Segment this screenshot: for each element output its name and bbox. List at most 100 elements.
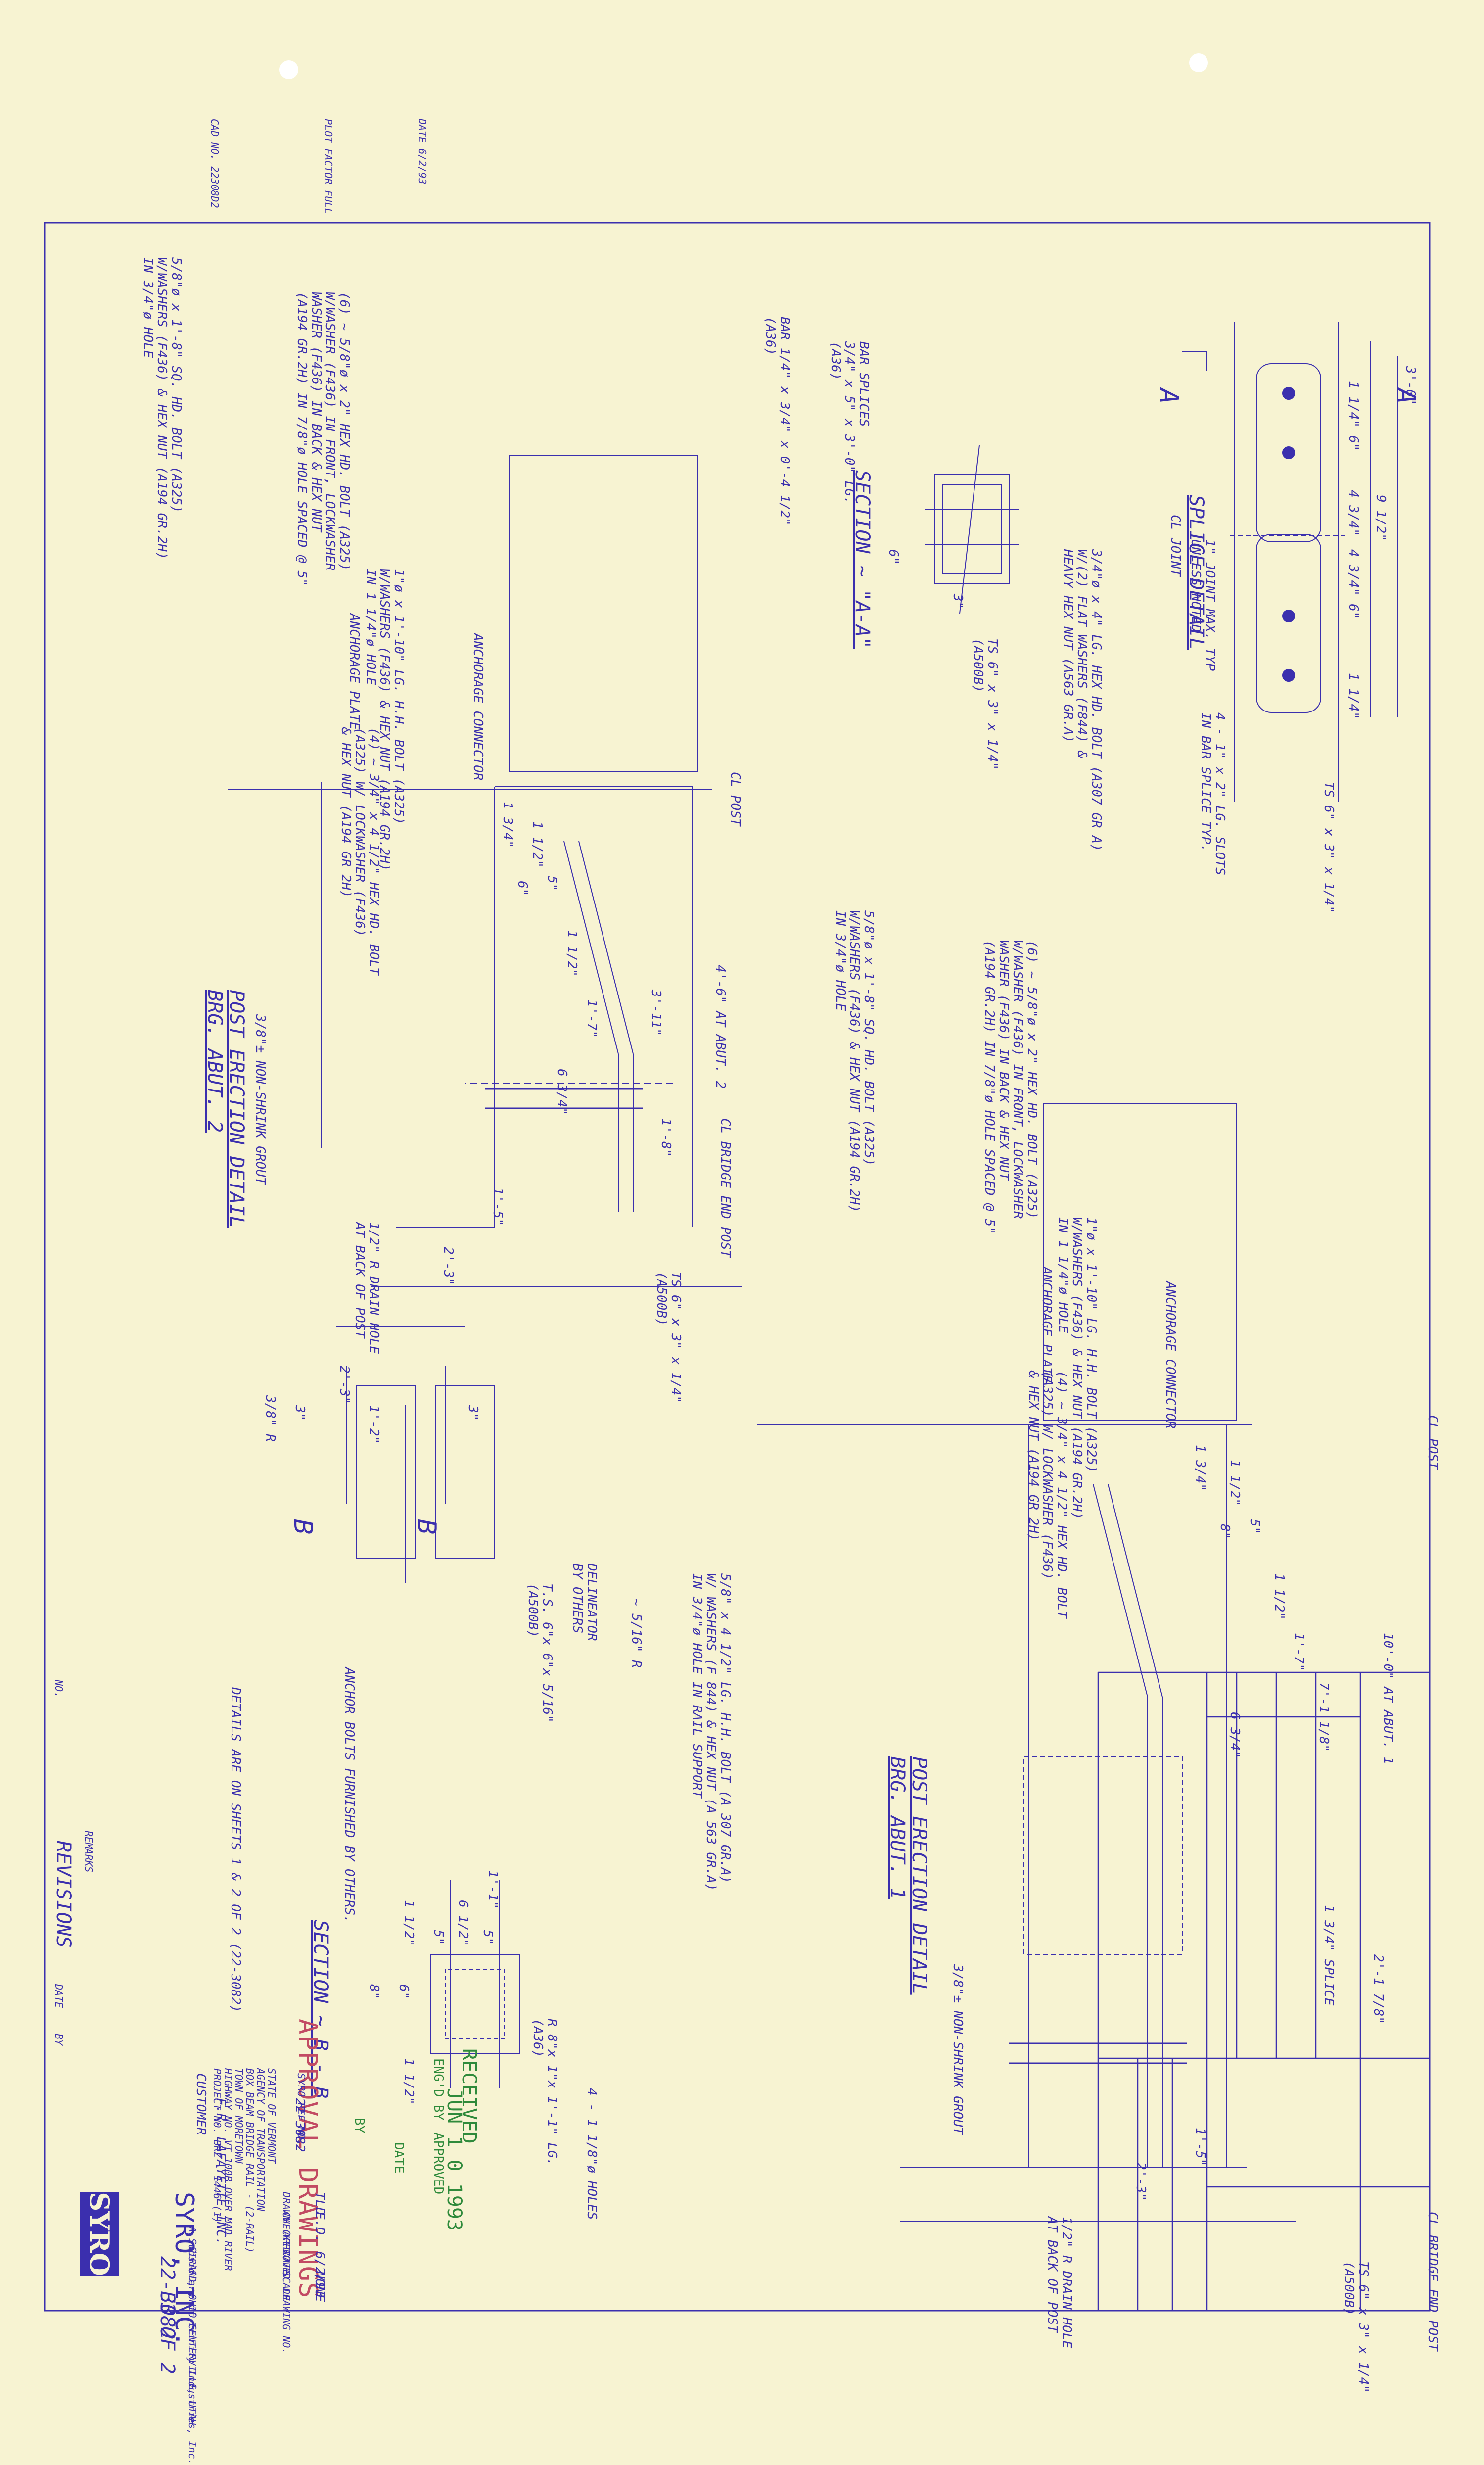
abut1-dim: 2'-1 7/8"	[1371, 1954, 1386, 2024]
abut2-dim: 1'-5"	[490, 1187, 505, 1227]
abut1-cl-bridge: CL BRIDGE END POST	[1425, 2212, 1440, 2351]
post-abut2-lines	[228, 455, 742, 1286]
splice-dim: 4 3/4"	[1346, 549, 1361, 596]
bb-holes-note: 4 - 1 1/8"ø HOLES	[584, 2088, 599, 2220]
abut1-ts-note: TS 6" x 3" x 1/4" (A500B)	[1342, 2261, 1371, 2393]
section-aa-lines	[925, 445, 1019, 614]
abut1-dim: 1 1/2"	[1227, 1460, 1242, 1506]
abut2-dim: 1'-7"	[584, 999, 599, 1039]
abut1-cl-post: CL POST	[1425, 1415, 1440, 1470]
abut2-dim: 4'-6" AT ABUT. 2	[713, 965, 728, 1089]
syro-ref: 22-3082	[292, 2098, 307, 2152]
abut2-dim: 1 1/2"	[530, 821, 545, 868]
section-bb-plate-lines	[430, 1880, 519, 2088]
abut1-dim: 1 3/4"	[1193, 1445, 1207, 1491]
abut1-bolt-58: 5/8"ø x 1'-8" SQ. HD. BOLT (A325) W/WASH…	[833, 910, 876, 1213]
splice-dim: 9 1/2"	[1373, 495, 1388, 541]
abut1-dim: 5"	[1247, 1519, 1262, 1535]
abut1-dim: 7'-1 1/8"	[1316, 1682, 1331, 1752]
bb-plate-dim: 6 1/2"	[456, 1900, 470, 1946]
splice-dim: 6"	[1346, 604, 1361, 619]
abut1-bolt-78: (6) ~ 5/8"ø x 2" HEX HD. BOLT (A325) W/W…	[982, 940, 1039, 1234]
bb-plate-dim: 1 1/2"	[401, 1900, 416, 1946]
bb-plate-dim: 1'-1"	[485, 1870, 500, 1909]
plot-date: DATE 6/2/93	[417, 119, 428, 185]
bb-delineator: DELINEATOR BY OTHERS	[570, 1564, 599, 1641]
bb-plate-note: ~ 5/16" R	[629, 1598, 644, 1668]
abut2-cl-bridge: CL BRIDGE END POST	[718, 1118, 733, 1258]
abut2-dim: 1 3/4"	[500, 802, 515, 848]
revisions-col: BY	[53, 2034, 65, 2046]
bb-plate-dim: 8"	[367, 1984, 381, 2000]
aa-dim: 6"	[886, 549, 901, 565]
section-mark-a: A	[1154, 388, 1183, 404]
abut2-dim: 2'-3"	[441, 1247, 456, 1286]
punch-hole	[1189, 53, 1208, 72]
aa-bolt-note: 3/4"ø x 4" LG. HEX HD. BOLT (A307 GR A) …	[1060, 549, 1104, 852]
bb-dim: 1'-2"	[367, 1405, 381, 1444]
syro-logo: SYRO	[80, 2192, 119, 2276]
aa-ts-note: TS 6" x 3" x 1/4" (A500B)	[971, 638, 1000, 770]
abut2-dim: 5"	[545, 876, 559, 892]
abut2-dim: 6 3/4"	[555, 1069, 569, 1115]
abut2-bolt-58: 5/8"ø x 1'-8" SQ. HD. BOLT (A325) W/WASH…	[140, 257, 184, 560]
bb-dim: 3"	[292, 1405, 307, 1421]
stamp-date: DATE	[391, 2142, 406, 2174]
splice-dim: 1 1/4"	[1346, 673, 1361, 719]
punch-hole	[279, 60, 298, 79]
splice-dim: 4 3/4"	[1346, 490, 1361, 536]
sheet-border	[45, 223, 1430, 2311]
splice-detail-lines	[1182, 322, 1397, 802]
abut2-dim: 3'-11"	[649, 990, 663, 1036]
received-date: JUN 1 0 1993	[443, 2088, 465, 2231]
bb-bolt-note: 5/8" x 4 1/2" LG. H.H. BOLT (A 307 GR.A)…	[689, 1573, 733, 1891]
abut1-dim: 8"	[1217, 1524, 1232, 1540]
checked-by: E.D.	[312, 2212, 327, 2243]
splice-dim: 1 1/4"	[1346, 381, 1361, 427]
revisions-label: REVISIONS	[52, 1841, 75, 1948]
section-mark-b: B	[412, 1519, 441, 1535]
customer-label: CUSTOMER	[193, 2073, 208, 2135]
post-abut2-title: POST ERECTION DETAIL BRG. ABUT. 2	[203, 990, 248, 1228]
abut1-anchor-plate: ANCHORAGE PLATE	[1039, 1267, 1054, 1383]
abut2-dim: 1'-8"	[658, 1118, 673, 1157]
post-abut1-title: POST ERECTION DETAIL BRG. ABUT. 1	[886, 1756, 930, 1995]
abut2-bolt-78: (6) ~ 5/8"ø x 2" HEX HD. BOLT (A325) W/W…	[294, 292, 352, 586]
splice-ts-note: TS 6" x 3" x 1/4"	[1321, 782, 1336, 914]
abut2-ts-note: TS 6" x 3" x 1/4" (A500B)	[654, 1272, 683, 1404]
abut1-dim: 1'-7"	[1292, 1633, 1306, 1672]
joint-note: 1" JOINT MAX. TYP UNLESS NOTED	[1188, 539, 1217, 671]
stamp-by: BY	[352, 2118, 367, 2133]
abut2-dim: 1 1/2"	[564, 930, 579, 977]
scale-value: NONE	[312, 2271, 327, 2302]
aa-dim: 3"	[950, 594, 965, 610]
project-description: STATE OF VERMONT AGENCY OF TRANSPORTATIO…	[211, 2068, 278, 2271]
abut1-dim: 2'-3"	[1133, 2162, 1148, 2201]
plot-factor: PLOT FACTOR FULL	[323, 119, 334, 214]
abut2-cl-post: CL POST	[728, 772, 742, 826]
bb-dim: 3/8" R	[263, 1395, 278, 1442]
abut1-drain: 1/2" R DRAIN HOLE AT BACK OF POST	[1045, 2217, 1074, 2349]
abut1-dim: 6 3/4"	[1227, 1712, 1242, 1758]
abut2-bolt-34: (4) ~ 3/4" x 4 1/2" HEX HD. BOLT (A325) …	[338, 727, 381, 975]
drawing-no-label: DRAWING NO.	[280, 2288, 292, 2354]
anchor-bolts-note: ANCHOR BOLTS FURNISHED BY OTHERS.	[342, 1667, 357, 1923]
abut1-dim: 1'-5"	[1193, 2128, 1207, 2167]
abut1-bolt-34: (4) ~ 3/4" x 4 1/2" HEX HD. BOLT (A325) …	[1025, 1371, 1069, 1618]
abut1-dim: 1 3/4" SPLICE	[1321, 1905, 1336, 2006]
bb-dim: 3"	[465, 1405, 480, 1421]
abut2-anchor-plate: ANCHORAGE PLATE	[347, 614, 362, 730]
bar-splices-note: BAR SPLICES 3/4" x 5" x 3'-0" LG. (A36)	[828, 341, 871, 504]
splice-dim: 6"	[1346, 435, 1361, 451]
approved-stamp: APPROVED	[431, 2133, 446, 2195]
slot-note: 4 - 1" x 2" LG. SLOTS IN BAR SPLICE TYP.	[1198, 712, 1227, 875]
abut2-anchor-connector: ANCHORAGE CONNECTOR	[470, 633, 485, 781]
bb-plate-dim: 5"	[431, 1930, 446, 1945]
bar-note: BAR 1/4" x 3/4" x 0'-4 1/2" (A36)	[763, 317, 792, 526]
bb-plate-note: R 8"x 1"x 1'-1" LG. (A36)	[530, 2019, 559, 2166]
bb-plate-dim: 1 1/2"	[401, 2058, 416, 2105]
revisions-col: NO.	[53, 1680, 65, 1698]
